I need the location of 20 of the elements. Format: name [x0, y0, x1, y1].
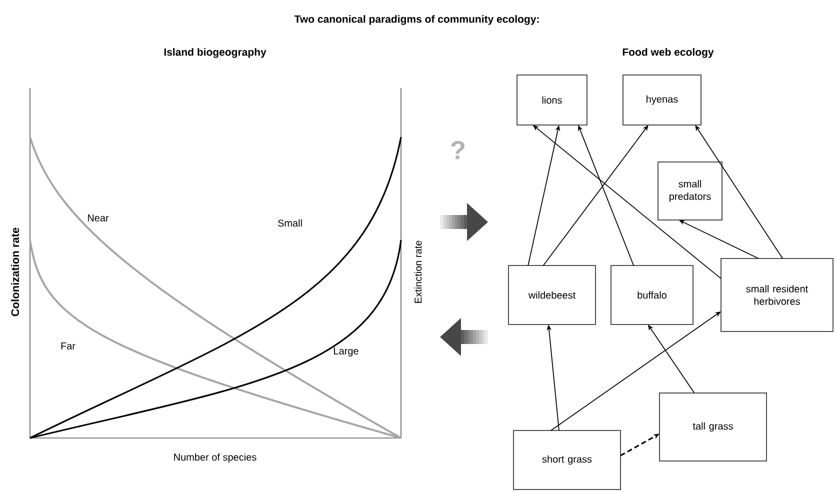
species-box: lions — [516, 74, 588, 126]
curve-label: Small — [278, 219, 302, 227]
axis-title: Number of species — [174, 453, 256, 463]
species-box: hyenas — [622, 74, 702, 126]
curve-label: Large — [334, 348, 358, 356]
arrow — [542, 125, 648, 266]
question-mark: ? — [451, 140, 464, 160]
axis-title: Extinction rate — [414, 240, 422, 303]
panel-heading: Food web ecology — [622, 48, 714, 58]
species-box: tall grass — [659, 392, 767, 462]
curve-label: Far — [61, 342, 76, 350]
title: Two canonical paradigms of community ecology: — [294, 15, 539, 25]
species-box: small predators — [658, 161, 722, 220]
species-box: small resident herbivores — [720, 258, 834, 332]
species-box: short grass — [513, 430, 621, 490]
panel-heading: Island biogeography — [164, 48, 266, 58]
curve-label: Near — [88, 214, 109, 222]
species-box: wildebeest — [508, 265, 596, 325]
species-box: buffalo — [610, 265, 694, 325]
axis-title: Colonization rate — [10, 228, 20, 316]
